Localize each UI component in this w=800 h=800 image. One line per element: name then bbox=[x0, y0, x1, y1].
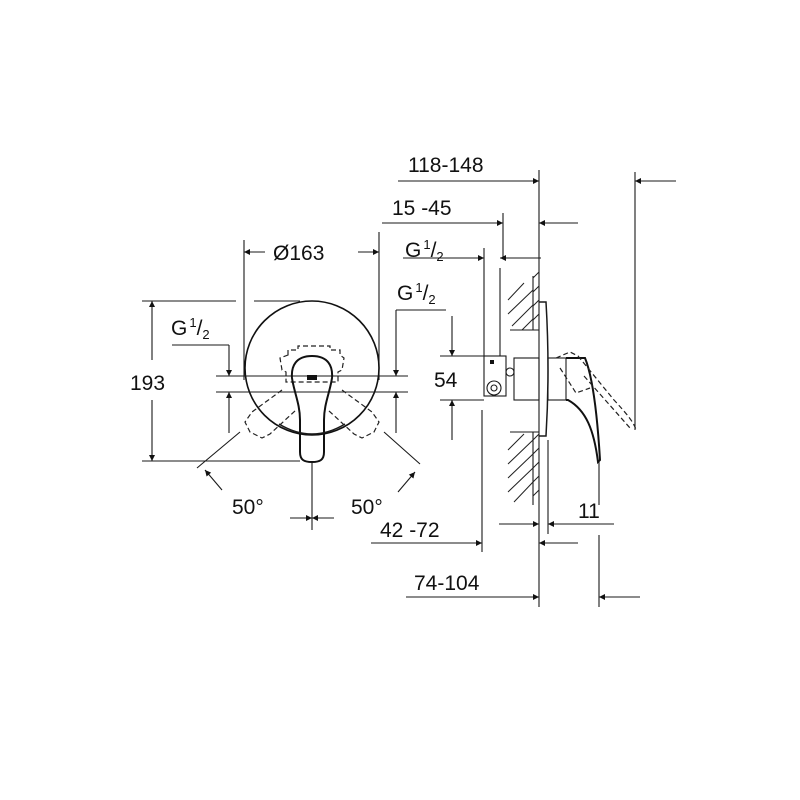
plate-thickness-label: 11 bbox=[578, 500, 600, 523]
projection-label: 74-104 bbox=[414, 572, 480, 595]
connection-height-label: 54 bbox=[434, 369, 458, 392]
lever-indicator bbox=[307, 375, 317, 380]
wall-offset-label: 42 -72 bbox=[380, 519, 440, 542]
angle-left-label: 50° bbox=[232, 496, 264, 519]
lever-side bbox=[566, 357, 602, 465]
height-label: 193 bbox=[130, 372, 165, 395]
lever-side-rotated bbox=[555, 351, 637, 431]
wall-hatch-upper bbox=[507, 271, 540, 331]
depth-body-label: 15 -45 bbox=[392, 197, 452, 220]
lever-rotated-right bbox=[327, 389, 380, 439]
angle-right-label: 50° bbox=[351, 496, 383, 519]
wall-hatch-lower bbox=[507, 433, 540, 503]
diameter-label: Ø163 bbox=[273, 242, 324, 265]
depth-total-label: 118-148 bbox=[408, 154, 484, 177]
escutcheon-side bbox=[539, 301, 549, 437]
lever-rotated-left bbox=[244, 389, 297, 439]
lever-rotated-top bbox=[279, 345, 345, 383]
escutcheon-plate bbox=[244, 300, 380, 436]
lever-handle bbox=[290, 354, 334, 464]
